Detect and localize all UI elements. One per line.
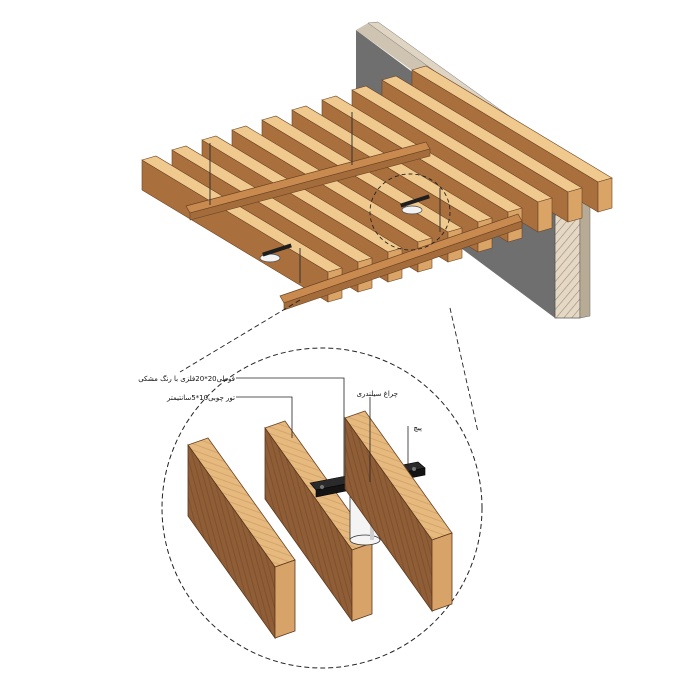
cross-beam-upper-side [189, 148, 431, 221]
screw-icon [320, 485, 324, 489]
wood-slat-face [597, 177, 613, 213]
projection-line-right [449, 307, 479, 433]
detail-slat-1 [187, 437, 296, 640]
label-screw: پیچ [413, 424, 422, 432]
detail-slat-3 [344, 410, 453, 613]
leader-top [236, 377, 345, 480]
label-metal-tube: قوطی20*20فلزی با رنگ مشکی [138, 374, 235, 383]
leader-wood [236, 396, 293, 438]
detail-marker-circle [369, 173, 451, 251]
label-cylinder-light: چراغ سیلندری [357, 390, 398, 398]
detail-enlarged-view [161, 347, 483, 669]
cross-beam-lower-side [283, 220, 523, 311]
wood-slat-face [567, 187, 583, 223]
detail-circle [161, 347, 483, 669]
projection-lines [179, 299, 479, 433]
label-wood-slat: تور چوبی10*5سانتیمتر [166, 394, 235, 402]
screw-icon [412, 467, 416, 471]
projection-line-left [179, 299, 301, 373]
cross-beams [185, 141, 523, 311]
hanger-rods [209, 112, 441, 283]
wood-slat-face [537, 197, 553, 233]
top-isometric-view [141, 21, 613, 319]
cylinder-light-icon [400, 194, 430, 215]
cylinder-light-icon [259, 243, 292, 263]
lamps-top-view [259, 194, 430, 263]
callouts [236, 377, 409, 482]
